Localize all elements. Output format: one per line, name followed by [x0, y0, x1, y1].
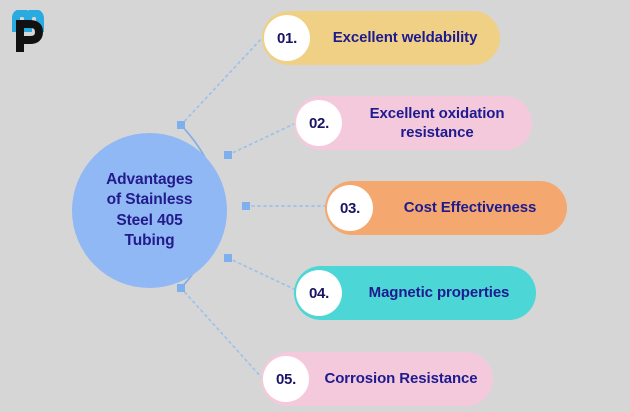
list-item[interactable]: 05. Corrosion Resistance: [261, 352, 493, 406]
list-item[interactable]: 02. Excellent oxidation resistance: [294, 96, 532, 150]
list-item[interactable]: 01. Excellent weldability: [262, 11, 500, 65]
item-number-badge: 03.: [327, 185, 373, 231]
item-label: Corrosion Resistance: [324, 370, 478, 388]
list-item[interactable]: 04. Magnetic properties: [294, 266, 536, 320]
item-label: Cost Effectiveness: [403, 199, 537, 217]
item-number-badge: 01.: [264, 15, 310, 61]
item-number-badge: 05.: [263, 356, 309, 402]
item-label: Magnetic properties: [368, 284, 510, 302]
item-number-badge: 02.: [296, 100, 342, 146]
item-number-badge: 04.: [296, 270, 342, 316]
page-title: Advantages of Stainless Steel 405 Tubing: [106, 170, 193, 249]
item-label: Excellent weldability: [332, 29, 478, 47]
item-label: Excellent oxidation resistance: [369, 104, 505, 141]
brand-logo-icon: [12, 8, 64, 54]
list-item[interactable]: 03. Cost Effectiveness: [325, 181, 567, 235]
center-hub: Advantages of Stainless Steel 405 Tubing: [72, 133, 227, 288]
